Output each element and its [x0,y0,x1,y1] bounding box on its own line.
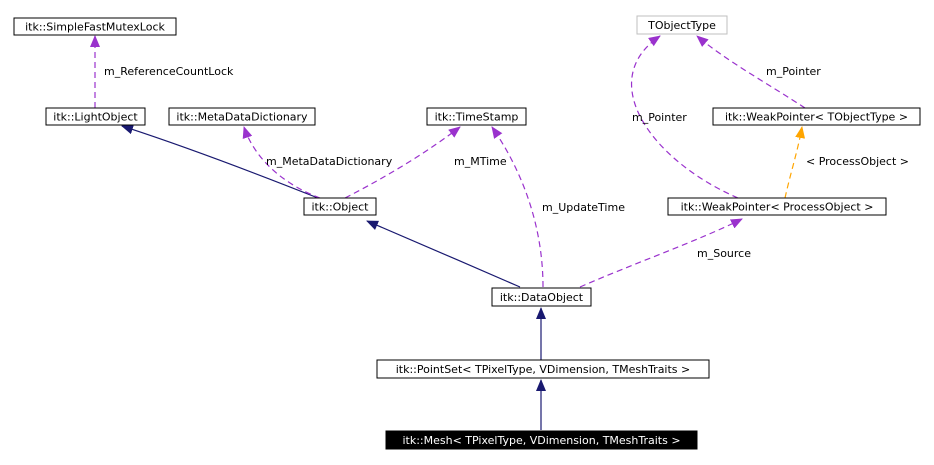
edge-label-reference-count-lock: m_ReferenceCountLock [104,65,234,78]
edge-label-process-object-template: < ProcessObject > [806,155,909,168]
node-meta-data-dictionary[interactable]: itk::MetaDataDictionary [168,107,316,126]
node-object[interactable]: itk::Object [303,197,377,216]
edge-source [579,218,743,288]
edge-data-object-inherits-object [366,220,521,288]
node-weak-pointer-process-object[interactable]: itk::WeakPointer< ProcessObject > [667,197,887,216]
node-label: itk::WeakPointer< ProcessObject > [681,201,874,214]
edge-update-time [491,126,544,288]
node-time-stamp[interactable]: itk::TimeStamp [426,107,527,126]
edge-label-source: m_Source [697,247,751,260]
node-weak-pointer-tobject-type[interactable]: itk::WeakPointer< TObjectType > [712,107,921,126]
node-simple-fast-mutex-lock[interactable]: itk::SimpleFastMutexLock [13,17,177,36]
node-mesh[interactable]: itk::Mesh< TPixelType, VDimension, TMesh… [385,430,698,450]
node-label: itk::DataObject [500,291,584,304]
edge-meta-data-dictionary [242,126,321,199]
node-light-object[interactable]: itk::LightObject [45,107,146,126]
edge-label-update-time: m_UpdateTime [542,201,625,214]
edge-pointer-top [696,35,806,109]
node-point-set[interactable]: itk::PointSet< TPixelType, VDimension, T… [376,359,710,379]
edge-mtime [344,126,461,199]
edge-label-mtime: m_MTime [454,155,507,168]
edge-process-object-template [784,126,806,199]
edge-pointer-left [630,35,739,199]
node-tobject-type[interactable]: TObjectType [636,15,728,35]
edge-label-pointer-left: m_Pointer [632,111,687,124]
node-label: itk::PointSet< TPixelType, VDimension, T… [396,363,691,376]
node-label: itk::TimeStamp [435,111,519,124]
node-label: itk::LightObject [53,111,138,124]
node-data-object[interactable]: itk::DataObject [491,287,592,307]
node-label: itk::WeakPointer< TObjectType > [725,111,908,124]
node-label: itk::SimpleFastMutexLock [25,21,165,34]
edge-label-pointer-top: m_Pointer [766,65,821,78]
edge-label-meta-data-dictionary: m_MetaDataDictionary [266,155,393,168]
node-label: itk::Mesh< TPixelType, VDimension, TMesh… [402,434,680,447]
node-label: itk::MetaDataDictionary [176,111,308,124]
edge-object-inherits-light-object [121,124,319,199]
node-label: itk::Object [312,201,370,214]
node-label: TObjectType [647,19,716,32]
